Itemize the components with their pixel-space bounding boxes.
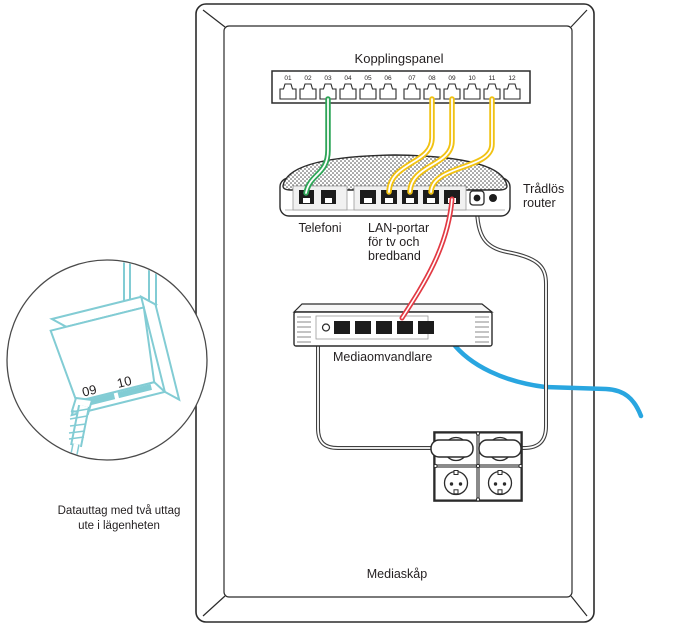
port-num-05: 05	[364, 75, 372, 82]
port-num-04: 04	[344, 75, 352, 82]
port-num-09: 09	[448, 75, 456, 82]
socket-bottom-left	[443, 470, 469, 496]
inset-port-10-label: 10	[115, 373, 133, 391]
patch-cables	[303, 96, 495, 321]
labels: Kopplingspanel Telefoni LAN-portar för t…	[58, 51, 565, 581]
inset-port-09-label: 09	[80, 382, 98, 400]
inset-caption-line2: ute i lägenheten	[78, 520, 160, 532]
media-converter	[292, 303, 494, 347]
port-num-12: 12	[508, 75, 516, 82]
port-num-03: 03	[324, 75, 332, 82]
telefoni-label: Telefoni	[298, 221, 341, 235]
port-num-06: 06	[384, 75, 392, 82]
media-converter-button	[321, 323, 331, 332]
router-label-line2: router	[523, 196, 556, 210]
port-num-11: 11	[489, 75, 496, 82]
port-num-10: 10	[468, 75, 476, 82]
data-outlet-box: 09 10	[49, 294, 181, 417]
patch-panel-ports	[279, 83, 521, 100]
patch-panel-port-numbers: 01 02 03 04 05 06 07 08 09 10 11 12	[284, 75, 516, 82]
patch-panel-title: Kopplingspanel	[355, 51, 444, 66]
media-converter-ports	[334, 321, 434, 334]
cabinet-label: Mediaskåp	[367, 567, 427, 581]
inset-caption-line1: Datauttag med två uttag	[58, 505, 181, 517]
router-label-line1: Trådlös	[523, 182, 564, 196]
power-plug-right	[478, 439, 522, 458]
power-outlet-block	[430, 431, 523, 502]
media-converter-vents	[297, 316, 489, 343]
port-num-01: 01	[284, 75, 292, 82]
patch-panel: 01 02 03 04 05 06 07 08 09 10 11 12	[271, 70, 531, 104]
router-lan-ports	[360, 190, 460, 204]
router-phone-ports	[299, 190, 336, 204]
lan-label-line2: för tv och	[368, 235, 419, 249]
router-button	[489, 194, 497, 202]
port-num-08: 08	[428, 75, 436, 82]
outlet-inset: 09 10	[6, 259, 208, 461]
lan-label-line3: bredband	[368, 249, 421, 263]
socket-bottom-right	[487, 470, 513, 496]
port-num-02: 02	[304, 75, 312, 82]
lan-label-line1: LAN-portar	[368, 221, 429, 235]
media-converter-label: Mediaomvandlare	[333, 350, 432, 364]
port-num-07: 07	[408, 75, 416, 82]
power-cables	[316, 205, 548, 450]
power-plug-left	[430, 439, 474, 458]
